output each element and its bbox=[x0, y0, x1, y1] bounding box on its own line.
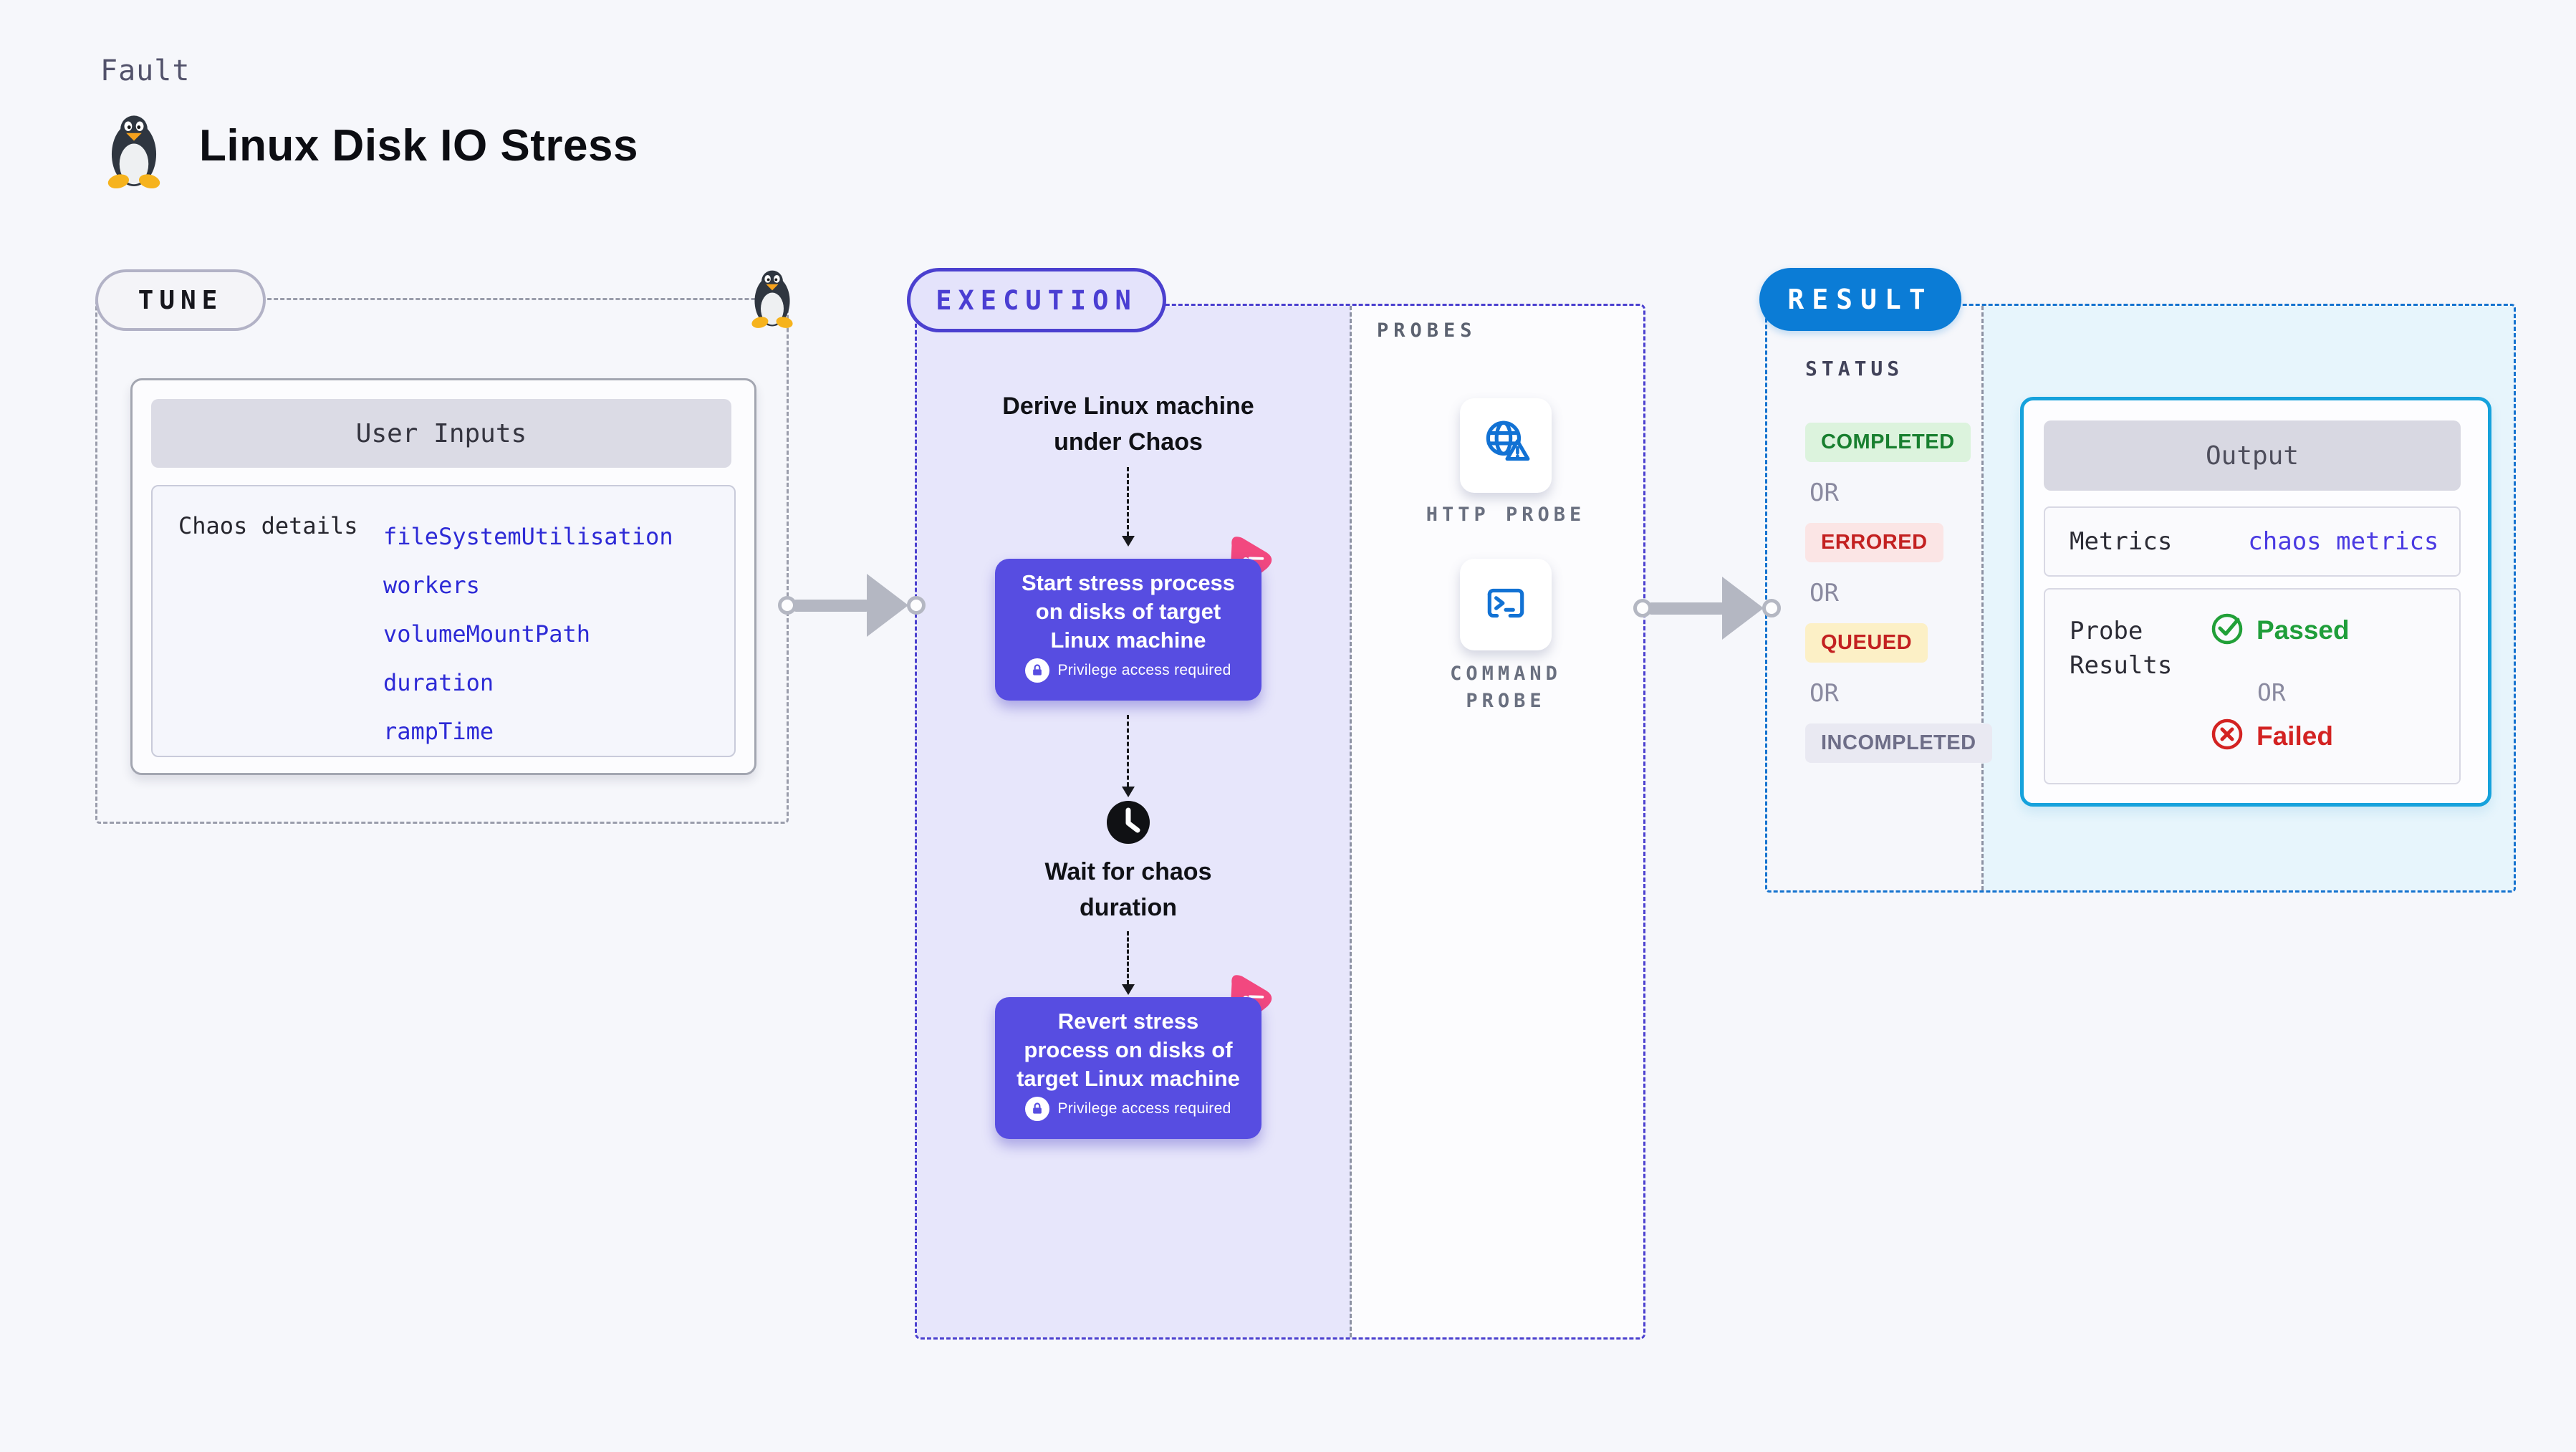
status-badge-queued: QUEUED bbox=[1805, 623, 1928, 663]
or-label: OR bbox=[1810, 479, 1839, 507]
metrics-label: Metrics bbox=[2070, 527, 2173, 556]
passed-label: Passed bbox=[2257, 615, 2350, 645]
or-label: OR bbox=[1810, 679, 1839, 708]
http-probe-label: HTTP PROBE bbox=[1426, 504, 1586, 526]
connector-arrow-shaft bbox=[794, 600, 868, 612]
status-badge-errored: ERRORED bbox=[1805, 523, 1943, 562]
tune-section-badge: TUNE bbox=[95, 269, 266, 331]
flow-arrow bbox=[1127, 715, 1129, 787]
param-link[interactable]: volumeMountPath bbox=[383, 620, 590, 648]
clock-icon bbox=[1105, 799, 1151, 849]
connector-arrowhead-icon bbox=[1722, 577, 1764, 640]
connector-arrowhead-icon bbox=[867, 574, 908, 637]
command-probe-card[interactable] bbox=[1460, 559, 1552, 650]
flow-arrow bbox=[1127, 467, 1129, 536]
command-probe-label: COMMAND PROBE bbox=[1450, 663, 1562, 712]
http-probe-card[interactable] bbox=[1460, 398, 1552, 493]
user-inputs-table: Chaos details fileSystemUtilisation work… bbox=[151, 485, 736, 757]
param-link[interactable]: rampTime bbox=[383, 718, 494, 745]
param-link[interactable]: duration bbox=[383, 669, 494, 696]
tune-section-box bbox=[95, 298, 789, 824]
flow-arrowhead-icon bbox=[1122, 787, 1135, 797]
param-link[interactable]: fileSystemUtilisation bbox=[383, 523, 673, 550]
flow-arrow bbox=[1127, 931, 1129, 984]
tux-penguin-icon bbox=[749, 265, 795, 331]
probe-results-row: Probe Results Passed OR bbox=[2044, 588, 2461, 784]
lock-icon bbox=[1025, 1097, 1050, 1121]
connector-dot bbox=[907, 596, 926, 615]
probe-results-label: Probe Results bbox=[2070, 617, 2173, 680]
failed-result: Failed bbox=[2210, 717, 2333, 755]
failed-label: Failed bbox=[2257, 721, 2333, 751]
lock-icon bbox=[1025, 658, 1050, 683]
wait-step-label: Wait for chaos duration bbox=[1044, 858, 1212, 921]
connector-dot bbox=[778, 596, 797, 615]
page-title: Linux Disk IO Stress bbox=[199, 121, 638, 170]
user-inputs-title: User Inputs bbox=[151, 399, 731, 468]
connector-dot bbox=[1633, 599, 1652, 617]
user-inputs-card: User Inputs Chaos details fileSystemUtil… bbox=[130, 378, 756, 775]
or-label: OR bbox=[2257, 678, 2286, 706]
privilege-row: Privilege access required bbox=[1025, 1097, 1231, 1121]
probes-divider bbox=[1350, 306, 1352, 1337]
output-card: Output Metrics chaos metrics Probe Resul… bbox=[2020, 397, 2491, 807]
connector-dot bbox=[1762, 599, 1781, 617]
status-badge-completed: COMPLETED bbox=[1805, 423, 1971, 462]
chaos-params-list: fileSystemUtilisation workers volumeMoun… bbox=[383, 512, 673, 756]
start-stress-label: Start stress process on disks of target … bbox=[1021, 570, 1236, 653]
derive-step-label: Derive Linux machine under Chaos bbox=[1002, 393, 1254, 456]
start-stress-node: Start stress process on disks of target … bbox=[995, 559, 1261, 701]
metrics-value-link[interactable]: chaos metrics bbox=[2248, 527, 2439, 556]
flow-arrowhead-icon bbox=[1122, 984, 1135, 995]
revert-stress-node: Revert stress process on disks of target… bbox=[995, 997, 1261, 1139]
x-circle-icon bbox=[2210, 717, 2244, 755]
tux-penguin-icon bbox=[105, 112, 163, 189]
metrics-row: Metrics chaos metrics bbox=[2044, 506, 2461, 577]
status-badge-incompleted: INCOMPLETED bbox=[1805, 723, 1992, 763]
status-label: STATUS bbox=[1805, 357, 1904, 380]
fault-kind-label: Fault bbox=[100, 54, 191, 87]
connector-arrow-shaft bbox=[1649, 602, 1724, 615]
result-section-badge: RESULT bbox=[1759, 268, 1961, 331]
param-link[interactable]: workers bbox=[383, 572, 480, 599]
flow-arrowhead-icon bbox=[1122, 536, 1135, 547]
terminal-icon bbox=[1482, 580, 1529, 630]
globe-alert-icon bbox=[1479, 418, 1532, 474]
check-circle-icon bbox=[2210, 611, 2244, 649]
execution-section-badge: EXECUTION bbox=[907, 268, 1166, 332]
or-label: OR bbox=[1810, 579, 1839, 607]
privilege-label: Privilege access required bbox=[1057, 662, 1231, 678]
result-divider bbox=[1981, 306, 1984, 890]
output-title: Output bbox=[2044, 420, 2461, 491]
passed-result: Passed bbox=[2210, 611, 2350, 649]
probes-label: PROBES bbox=[1377, 319, 1477, 342]
privilege-row: Privilege access required bbox=[1025, 658, 1231, 683]
chaos-details-label: Chaos details bbox=[178, 512, 358, 539]
privilege-label: Privilege access required bbox=[1057, 1100, 1231, 1117]
revert-stress-label: Revert stress process on disks of target… bbox=[1017, 1009, 1240, 1091]
